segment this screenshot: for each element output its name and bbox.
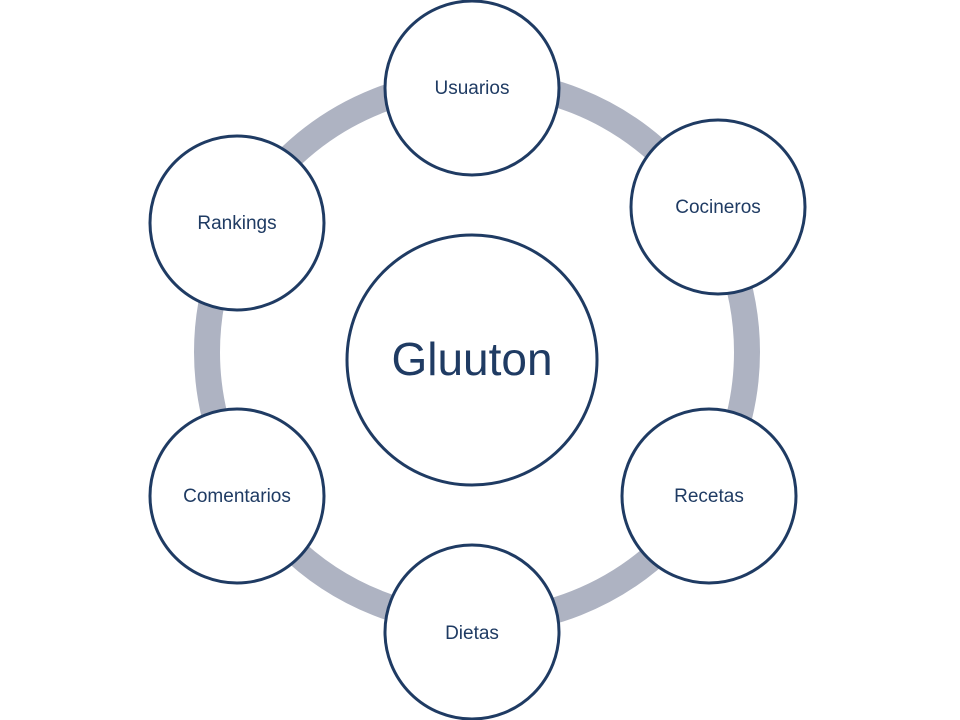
- node-rankings: Rankings: [148, 134, 326, 312]
- node-circle: [383, 543, 561, 720]
- node-circle: [629, 118, 807, 296]
- node-cocineros: Cocineros: [629, 118, 807, 296]
- node-circle: [148, 134, 326, 312]
- node-circle: [148, 407, 326, 585]
- node-comentarios: Comentarios: [148, 407, 326, 585]
- node-circle: [383, 0, 561, 177]
- node-label: Recetas: [674, 486, 744, 507]
- center-node: Gluuton: [345, 233, 599, 487]
- node-recetas: Recetas: [620, 407, 798, 585]
- node-label: Rankings: [197, 213, 276, 234]
- center-label: Gluuton: [391, 333, 552, 385]
- node-label: Comentarios: [183, 486, 291, 507]
- node-label: Dietas: [445, 623, 499, 644]
- node-circle: [620, 407, 798, 585]
- node-dietas: Dietas: [383, 543, 561, 720]
- center-circle: [345, 233, 599, 487]
- node-usuarios: Usuarios: [383, 0, 561, 177]
- node-label: Cocineros: [675, 197, 761, 218]
- node-label: Usuarios: [435, 78, 510, 99]
